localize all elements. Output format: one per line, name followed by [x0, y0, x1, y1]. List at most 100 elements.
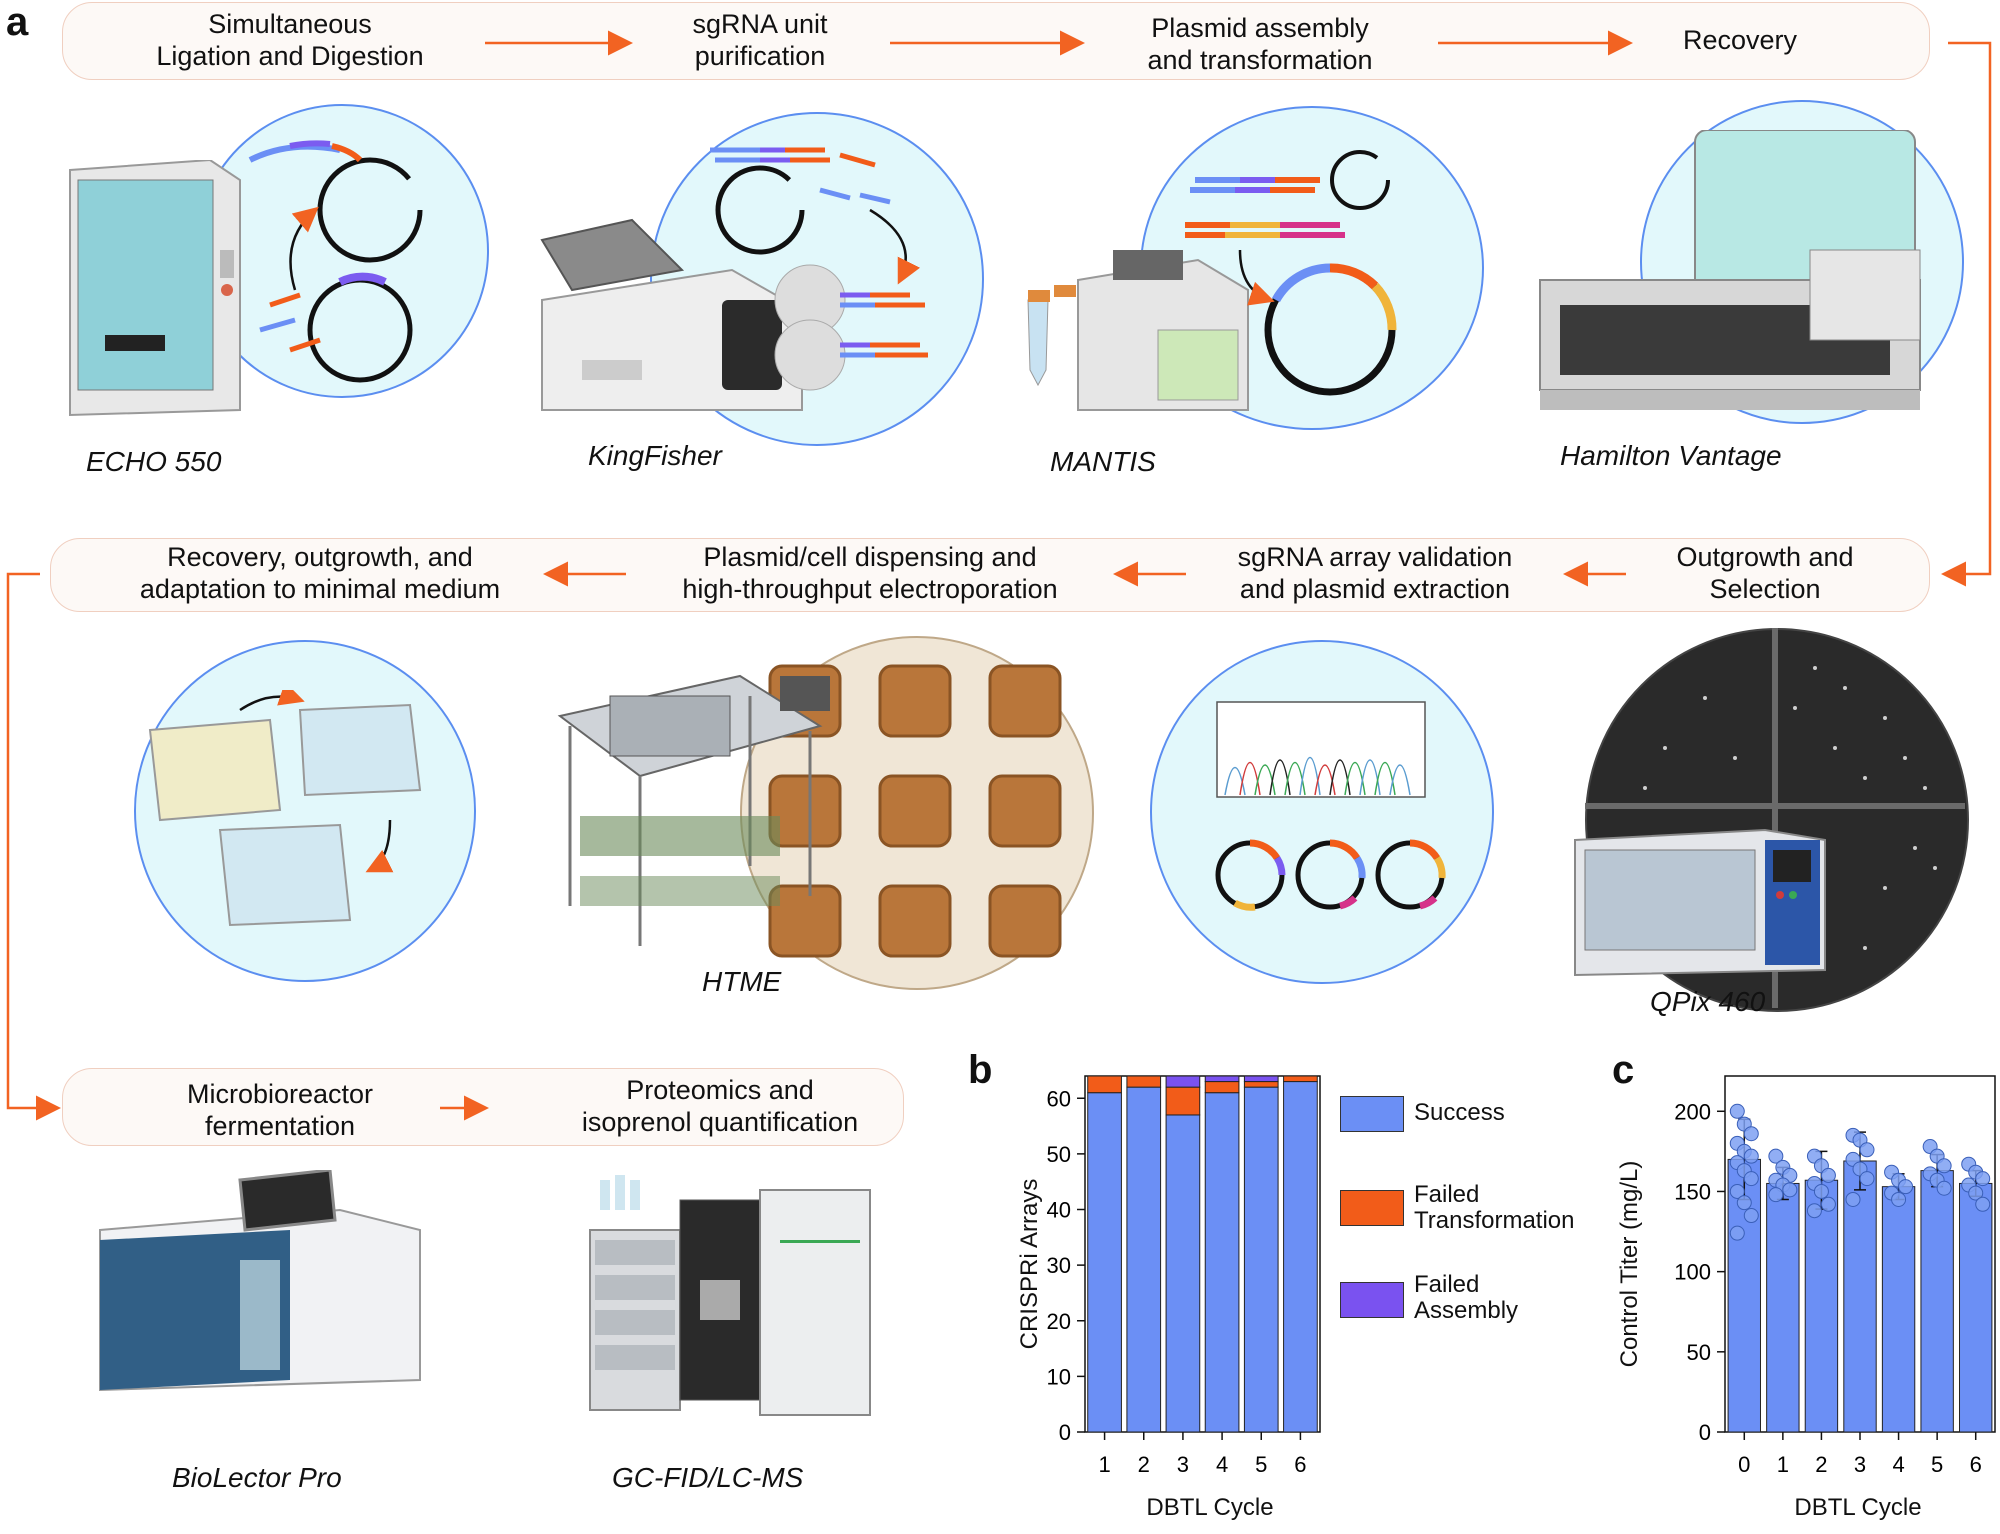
hamilton-instrument-icon [1539, 130, 1921, 410]
bar-segment [1283, 1081, 1318, 1433]
step-line: purification [694, 41, 826, 71]
instrument-label-kingfisher: KingFisher [588, 440, 722, 471]
x-tick-label: 2 [1815, 1452, 1827, 1477]
legend-swatch-failed-assembly [1340, 1282, 1404, 1318]
validation-process-circle [1150, 640, 1494, 984]
instrument-label-htme: HTME [702, 966, 782, 997]
data-point [1768, 1187, 1784, 1203]
gcms-instrument-icon [589, 1175, 871, 1416]
step-line: Plasmid/cell dispensing and [703, 542, 1037, 572]
bar [1804, 1179, 1839, 1433]
step-line: Proteomics and [626, 1075, 814, 1105]
panel-b-label: b [968, 1048, 993, 1092]
step-line: Selection [1709, 574, 1821, 604]
y-tick-label: 10 [1047, 1364, 1071, 1389]
y-tick-label: 150 [1674, 1179, 1711, 1204]
data-point [1743, 1208, 1759, 1224]
data-point [1729, 1183, 1745, 1199]
chart-b-ylabel: CRISPRi Arrays [1016, 1178, 1043, 1350]
x-tick-label: 3 [1177, 1452, 1189, 1477]
chart-b-frame [1084, 1075, 1321, 1433]
data-point [1936, 1158, 1952, 1174]
instrument-label-mantis: MANTIS [1050, 446, 1156, 477]
data-point [1975, 1196, 1991, 1212]
chart-b-xlabel: DBTL Cycle [1146, 1494, 1274, 1521]
bar-segment [1087, 1092, 1122, 1433]
panel-c-label: c [1612, 1048, 1635, 1092]
step-line: and plasmid extraction [1239, 574, 1511, 604]
echo-instrument-icon [69, 160, 241, 417]
data-point [1782, 1182, 1798, 1198]
data-point [1743, 1126, 1759, 1142]
step-proteomics: Proteomics and isoprenol quantification [570, 1074, 870, 1138]
bar [1881, 1186, 1916, 1433]
step-line: and transformation [1147, 45, 1373, 75]
x-tick-label: 3 [1854, 1452, 1866, 1477]
htme-zoom-wells [768, 664, 1062, 958]
y-tick-label: 200 [1674, 1099, 1711, 1124]
bar-segment [1283, 1075, 1318, 1083]
mantis-dna-diagram [1185, 150, 1397, 396]
step-array-validation: sgRNA array validation and plasmid extra… [1200, 541, 1550, 605]
bar-segment [1243, 1081, 1279, 1088]
y-tick-label: 100 [1674, 1260, 1711, 1285]
biolector-instrument-icon [99, 1170, 421, 1392]
x-tick-label: 1 [1098, 1452, 1110, 1477]
instrument-label-echo: ECHO 550 [86, 446, 222, 477]
y-tick-label: 30 [1047, 1253, 1071, 1278]
step-line: Simultaneous [208, 9, 372, 39]
step-microbioreactor: Microbioreactor fermentation [130, 1078, 430, 1142]
x-tick-label: 6 [1970, 1452, 1982, 1477]
bar [1959, 1182, 1993, 1433]
legend-label-failed-transformation: Failed Transformation [1414, 1181, 1575, 1234]
data-point [1743, 1148, 1759, 1164]
x-tick-label: 4 [1892, 1452, 1904, 1477]
bar-segment [1243, 1086, 1279, 1433]
chart-c-xlabel: DBTL Cycle [1794, 1494, 1922, 1521]
bar-segment [1243, 1075, 1279, 1083]
y-tick-label: 40 [1047, 1198, 1071, 1223]
y-tick-label: 50 [1687, 1340, 1711, 1365]
step-line: Outgrowth and [1676, 542, 1854, 572]
bar-segment [1204, 1081, 1240, 1094]
recovery-plates-diagram [148, 690, 422, 927]
chart-c-ylabel: Control Titer (mg/L) [1616, 1160, 1643, 1368]
x-tick-label: 1 [1777, 1452, 1789, 1477]
step-line: sgRNA unit [692, 9, 828, 39]
step-line: Ligation and Digestion [156, 41, 424, 71]
data-point [1768, 1148, 1784, 1164]
x-tick-label: 5 [1931, 1452, 1943, 1477]
bar-segment [1204, 1075, 1240, 1083]
x-tick-label: 2 [1138, 1452, 1150, 1477]
legend-label-success: Success [1414, 1099, 1505, 1126]
step-line: Plasmid assembly [1151, 13, 1369, 43]
data-point [1859, 1171, 1875, 1187]
x-tick-label: 5 [1255, 1452, 1267, 1477]
data-point [1968, 1185, 1984, 1201]
instrument-label-qpix: QPix 460 [1650, 986, 1766, 1017]
step-line: fermentation [204, 1111, 356, 1141]
echo-dna-diagram [248, 140, 423, 383]
qpix-instrument-icon [1574, 828, 1826, 977]
bar [1843, 1160, 1877, 1433]
data-point [1813, 1183, 1829, 1199]
data-point [1820, 1167, 1836, 1183]
data-point [1859, 1142, 1875, 1158]
y-tick-label: 0 [1699, 1420, 1711, 1445]
data-point [1891, 1191, 1907, 1207]
step-recovery-adaptation: Recovery, outgrowth, and adaptation to m… [110, 541, 530, 605]
step-line: Recovery, outgrowth, and [167, 542, 473, 572]
y-tick-label: 0 [1059, 1420, 1071, 1445]
y-tick-label: 50 [1047, 1142, 1071, 1167]
step-line: isoprenol quantification [581, 1107, 859, 1137]
x-tick-label: 6 [1294, 1452, 1306, 1477]
step-plasmid-assembly: Plasmid assembly and transformation [1100, 12, 1420, 76]
bar [1920, 1170, 1954, 1433]
data-point [1729, 1103, 1745, 1119]
arrow-row1-to-row2 [1941, 41, 1992, 587]
data-point [1729, 1225, 1745, 1241]
bar [1766, 1182, 1800, 1433]
bar-segment [1126, 1075, 1162, 1088]
